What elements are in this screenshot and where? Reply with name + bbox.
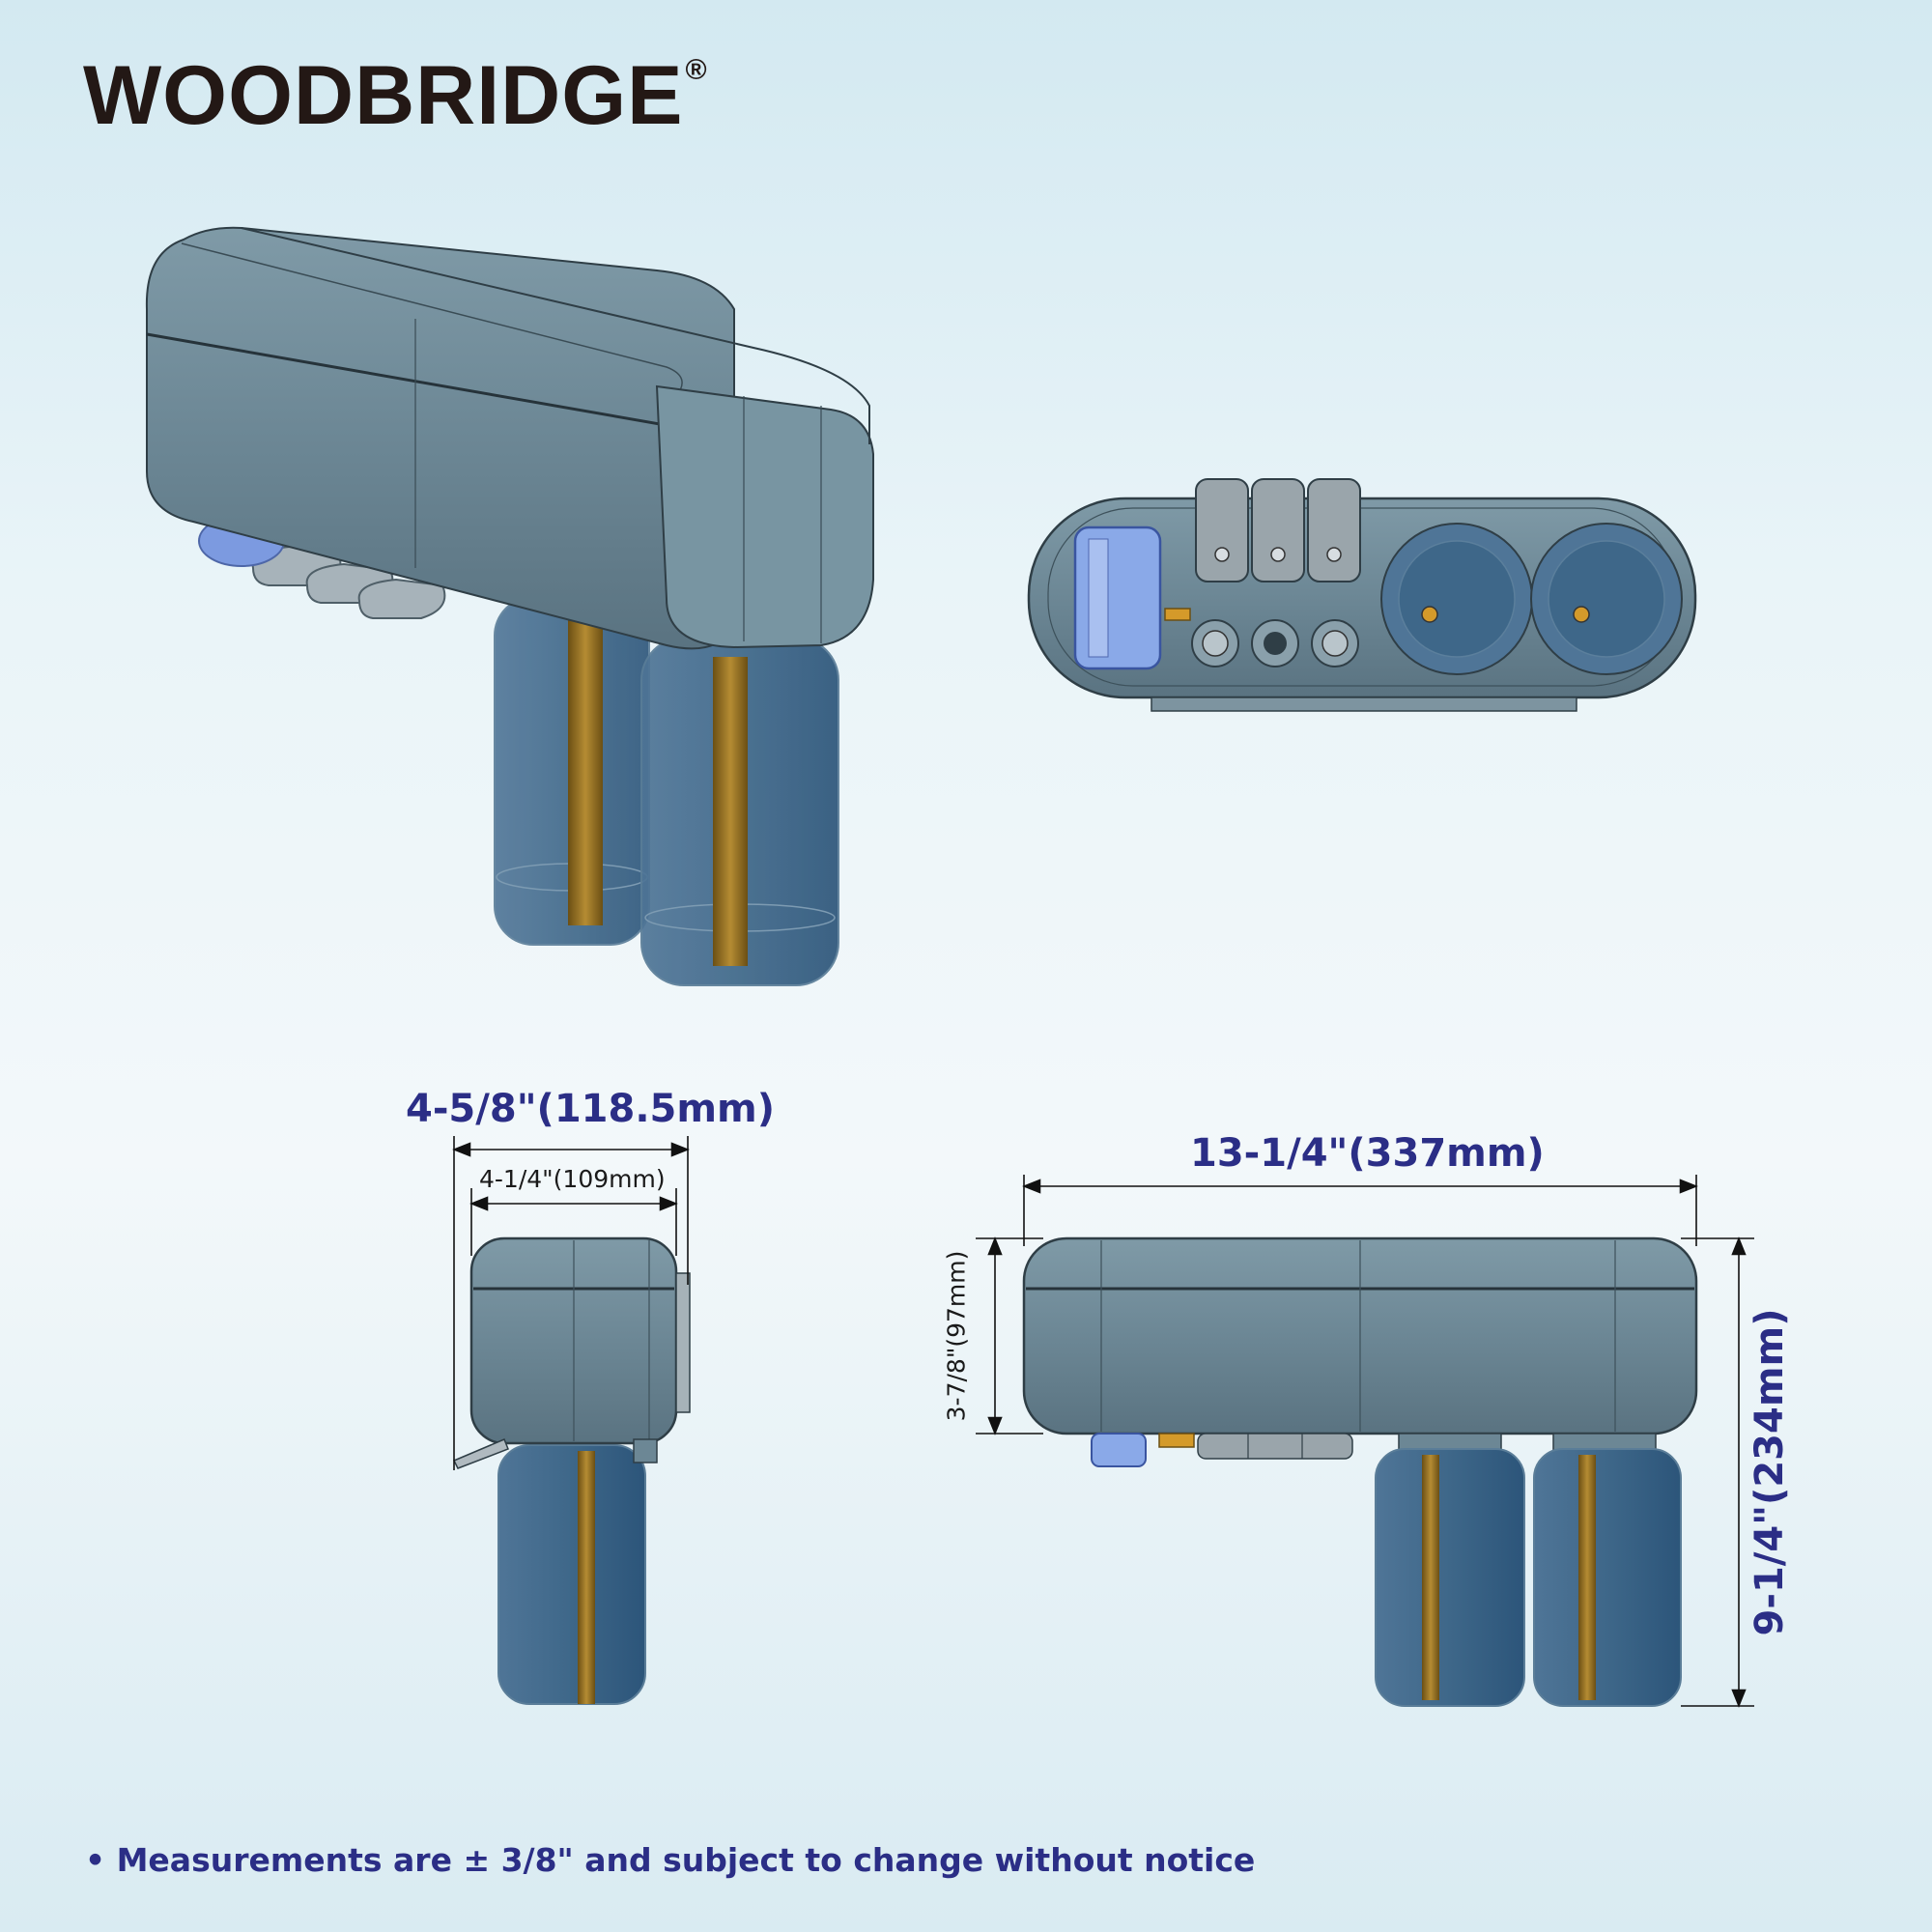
- side-view: [452, 1236, 691, 1705]
- side-tank: [497, 1444, 646, 1705]
- measurement-disclaimer: • Measurements are ± 3/8" and subject to…: [85, 1841, 1256, 1879]
- isometric-view: [145, 226, 874, 986]
- bottom-levers: [1195, 478, 1361, 582]
- iso-tank-right: [640, 637, 839, 986]
- dim-depth-inner-label: 4-1/4"(109mm): [479, 1165, 666, 1193]
- bottom-tank-mounts: [1380, 523, 1683, 675]
- front-view: [1022, 1236, 1698, 1707]
- bottom-fittings: [1164, 608, 1359, 668]
- registered-mark: ®: [685, 54, 708, 86]
- side-rod: [578, 1451, 595, 1704]
- dim-depth-outer-label: 4-5/8"(118.5mm): [406, 1087, 775, 1131]
- iso-tank-left: [494, 596, 650, 946]
- dim-body-height-label: 3-7/8"(97mm): [942, 1250, 971, 1422]
- iso-housing: [145, 226, 874, 650]
- front-tank-right: [1533, 1433, 1682, 1707]
- dim-width-label: 13-1/4"(337mm): [1190, 1131, 1545, 1176]
- brand-logo: WOODBRIDGE®: [83, 54, 708, 137]
- front-tank-left: [1375, 1433, 1525, 1707]
- brand-name: WOODBRIDGE: [83, 49, 684, 142]
- dim-total-height-label: 9-1/4"(234mm): [1747, 1308, 1792, 1636]
- bottom-view: [1027, 478, 1697, 712]
- bottom-blue-cartridge: [1073, 526, 1162, 670]
- dimension-lines: [452, 1136, 1754, 1708]
